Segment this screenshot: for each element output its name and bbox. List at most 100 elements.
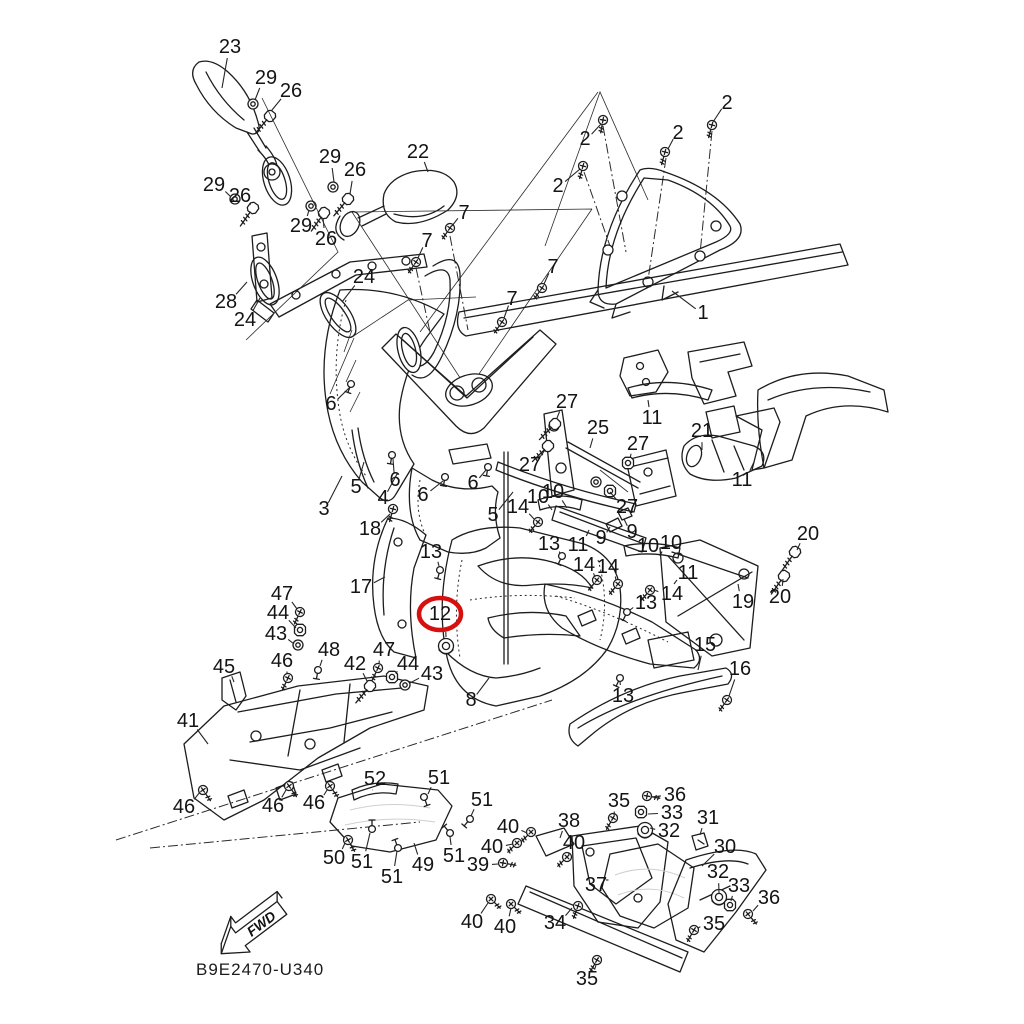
callout-leader-30 [701, 853, 715, 867]
callout-14: 14 [597, 556, 619, 578]
callout-leader-36 [752, 904, 759, 912]
callout-1: 1 [697, 302, 708, 324]
callout-6: 6 [417, 484, 428, 506]
callout-36: 36 [664, 784, 686, 806]
callout-18: 18 [359, 518, 381, 540]
callout-leader-40 [480, 902, 489, 914]
callout-46: 46 [262, 795, 284, 817]
callout-leader-46 [281, 789, 287, 798]
callout-43: 43 [421, 663, 443, 685]
callout-leader-31 [699, 827, 703, 836]
callout-leader-29 [306, 209, 310, 217]
callout-leader-35 [594, 964, 597, 970]
callout-31: 31 [697, 807, 719, 829]
callout-leader-27 [609, 491, 617, 500]
callout-leader-11 [749, 461, 755, 471]
callout-leader-10 [547, 504, 553, 511]
callout-2: 2 [672, 122, 683, 144]
callout-30: 30 [714, 836, 736, 858]
diagram-line-art: FWD B9E2470-U340 [115, 60, 889, 979]
callout-5: 5 [487, 504, 498, 526]
callout-leader-27 [556, 411, 561, 419]
callout-leader-17 [373, 576, 386, 584]
callout-44: 44 [267, 602, 289, 624]
callout-38: 38 [558, 810, 580, 832]
front-cowl-art [323, 258, 637, 554]
callout-leader-14 [592, 573, 596, 578]
callout-40: 40 [497, 816, 519, 838]
callout-leader-40 [508, 907, 512, 917]
callout-29: 29 [203, 174, 225, 196]
callout-leader-6 [430, 480, 444, 492]
callout-40: 40 [481, 836, 503, 858]
callout-21: 21 [691, 420, 713, 442]
callout-leader-32 [649, 827, 656, 830]
callout-46: 46 [271, 650, 293, 672]
callout-28: 28 [215, 291, 237, 313]
callout-leader-9 [623, 518, 628, 527]
callout-leader-4 [387, 473, 398, 493]
fwd-arrow: FWD [220, 890, 288, 955]
callout-leader-36 [650, 795, 662, 798]
callout-37: 37 [585, 874, 607, 896]
callout-40: 40 [563, 832, 585, 854]
callout-leader-26 [349, 180, 353, 195]
callout-leader-18 [380, 513, 391, 523]
callout-35: 35 [608, 790, 630, 812]
callout-leader-33 [647, 812, 659, 815]
callout-6: 6 [467, 472, 478, 494]
stay-19-art [647, 539, 803, 669]
callout-40: 40 [494, 916, 516, 938]
callout-leader-1 [671, 290, 697, 310]
callout-leader-40 [521, 829, 528, 834]
callout-leader-13 [629, 607, 634, 611]
callout-48: 48 [318, 639, 340, 661]
callout-leader-45 [231, 676, 235, 683]
callout-leader-41 [196, 729, 209, 745]
callout-49: 49 [412, 854, 434, 876]
callout-leader-7 [503, 305, 510, 319]
bottom-right-30-art [483, 790, 767, 975]
callout-26: 26 [315, 228, 337, 250]
callout-leader-8 [476, 677, 490, 695]
callout-leader-27 [539, 449, 546, 458]
callout-leader-20 [796, 542, 801, 551]
callout-leader-2 [712, 108, 723, 123]
mirror-23-art [192, 60, 293, 206]
callout-35: 35 [576, 968, 598, 990]
callout-15: 15 [694, 634, 716, 656]
callout-2: 2 [552, 175, 563, 197]
callout-7: 7 [421, 230, 432, 252]
callout-11: 11 [732, 469, 753, 491]
callout-leader-40 [505, 843, 514, 846]
callout-leader-49 [413, 842, 419, 855]
callout-27: 27 [627, 433, 649, 455]
callout-leader-15 [697, 655, 702, 671]
callout-leader-51 [365, 832, 371, 852]
bracket-28-24-art [250, 232, 428, 339]
callout-36: 36 [758, 887, 780, 909]
callout-6: 6 [325, 393, 336, 415]
callout-29: 29 [290, 215, 312, 237]
callout-leader-28 [235, 281, 248, 295]
callout-leader-51 [394, 850, 398, 867]
callout-leader-47 [291, 601, 298, 610]
callout-8: 8 [465, 689, 476, 711]
construction-lines [115, 90, 713, 849]
callout-50: 50 [323, 847, 345, 869]
callout-leader-19 [737, 583, 740, 592]
grille-49-art [329, 782, 476, 855]
callout-leader-11 [647, 399, 650, 408]
callout-52: 52 [364, 768, 386, 790]
callout-leader-3 [327, 475, 343, 503]
callout-10: 10 [637, 535, 659, 557]
callout-3: 3 [318, 498, 329, 520]
callout-leader-51 [427, 786, 432, 795]
callout-10: 10 [527, 486, 549, 508]
callout-4: 4 [377, 487, 388, 509]
callout-leader-24 [341, 285, 356, 303]
callout-leader-2 [591, 123, 602, 135]
mirror-22-art [335, 169, 458, 241]
callout-43: 43 [265, 623, 287, 645]
